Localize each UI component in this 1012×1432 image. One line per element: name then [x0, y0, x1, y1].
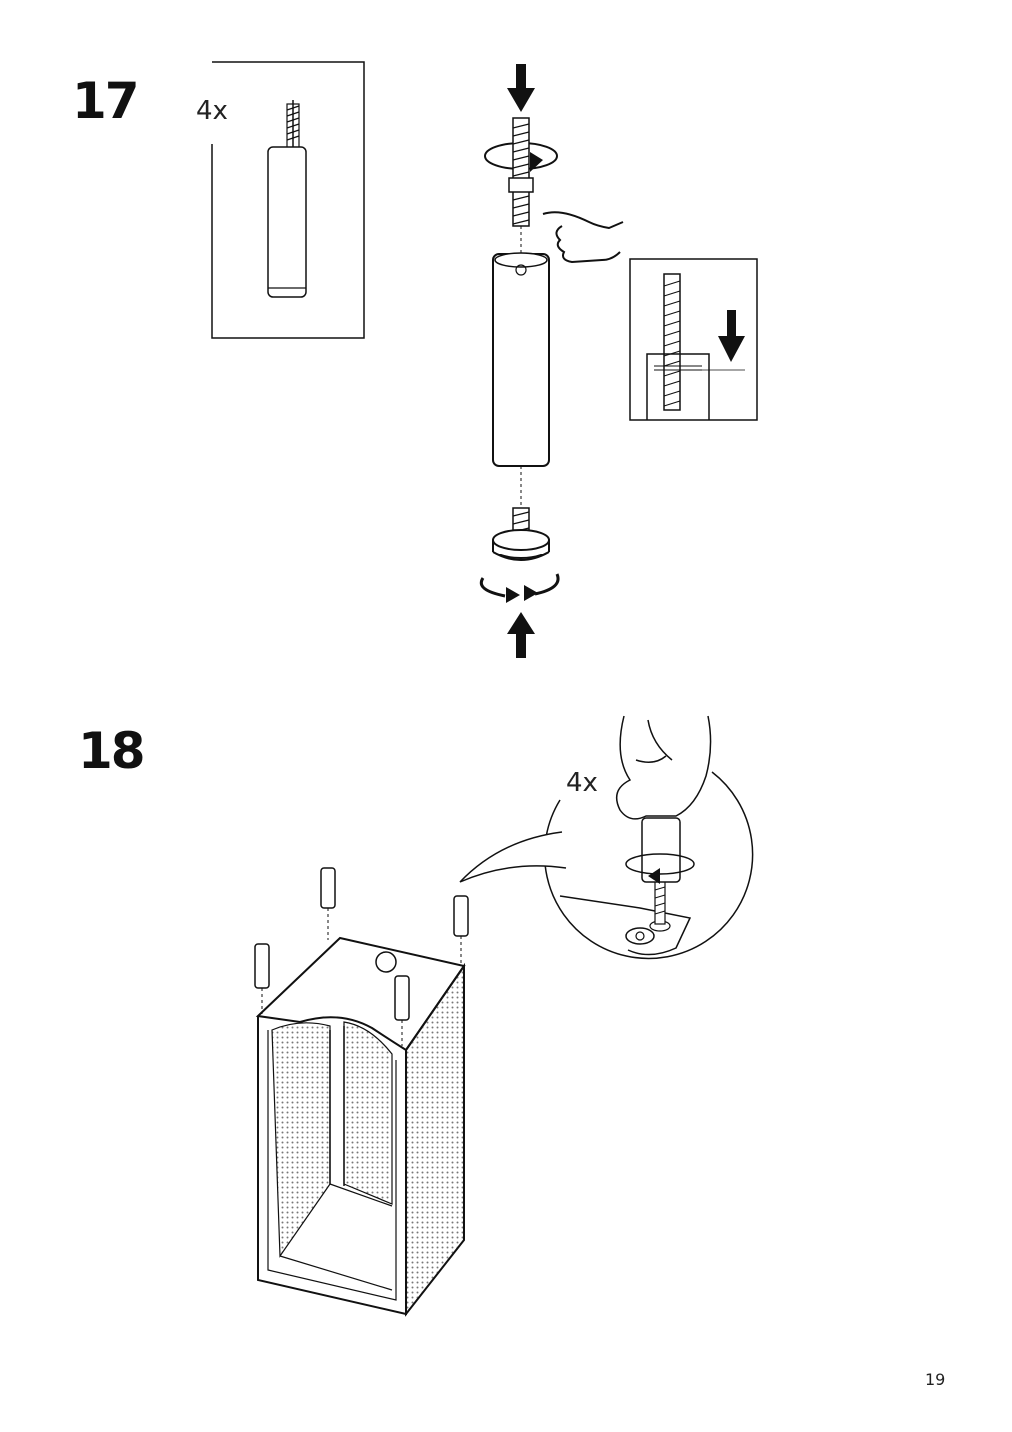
leg-part-icon — [267, 100, 307, 298]
detail-box — [629, 258, 758, 421]
legs-to-insert — [254, 867, 469, 1046]
page-number: 19 — [925, 1370, 946, 1389]
leg-assembly-diagram — [479, 64, 624, 658]
down-arrow-icon — [718, 310, 745, 362]
cabinet-diagram — [255, 936, 466, 1317]
step-17-quantity: 4x — [196, 96, 228, 126]
pointing-hand-icon — [542, 211, 624, 264]
rotate-arrows-icon — [479, 573, 560, 603]
step-18-quantity: 4x — [566, 768, 598, 798]
magnified-callout — [459, 715, 754, 960]
up-arrow-icon — [507, 612, 535, 658]
leveling-foot — [492, 507, 550, 561]
parts-box — [211, 61, 365, 339]
hand-icon — [615, 715, 712, 820]
step-18-number: 18 — [78, 722, 146, 780]
step-17-number: 17 — [72, 72, 140, 130]
down-arrow-icon — [507, 64, 535, 112]
leg-tube — [492, 252, 550, 467]
